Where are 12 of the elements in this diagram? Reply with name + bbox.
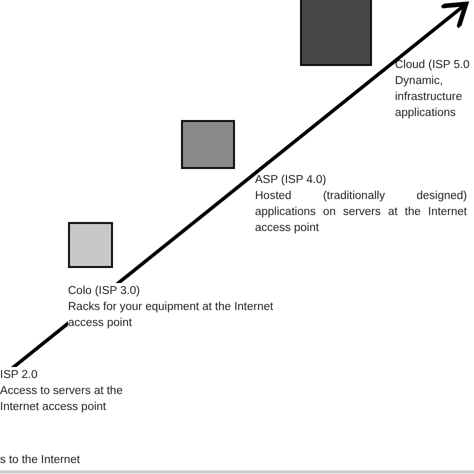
stage-description: Hosted (traditionally designed) applications on servers at the Internet access point	[255, 189, 467, 236]
stage-description: s to the Internet	[0, 453, 81, 468]
stage-square	[68, 222, 113, 268]
stage-description: infrastructure	[395, 90, 464, 105]
stage-square	[181, 120, 235, 169]
stage-description: applications	[395, 106, 457, 121]
stage-description: Access to servers at the Internet access point	[0, 384, 124, 415]
stage-square	[300, 0, 372, 66]
stage-title: Colo (ISP 3.0)	[68, 283, 140, 299]
stage-title: ASP (ISP 4.0)	[255, 173, 328, 188]
stage-description: Dynamic,	[395, 74, 444, 89]
stage-title: Cloud (ISP 5.0	[395, 58, 471, 73]
